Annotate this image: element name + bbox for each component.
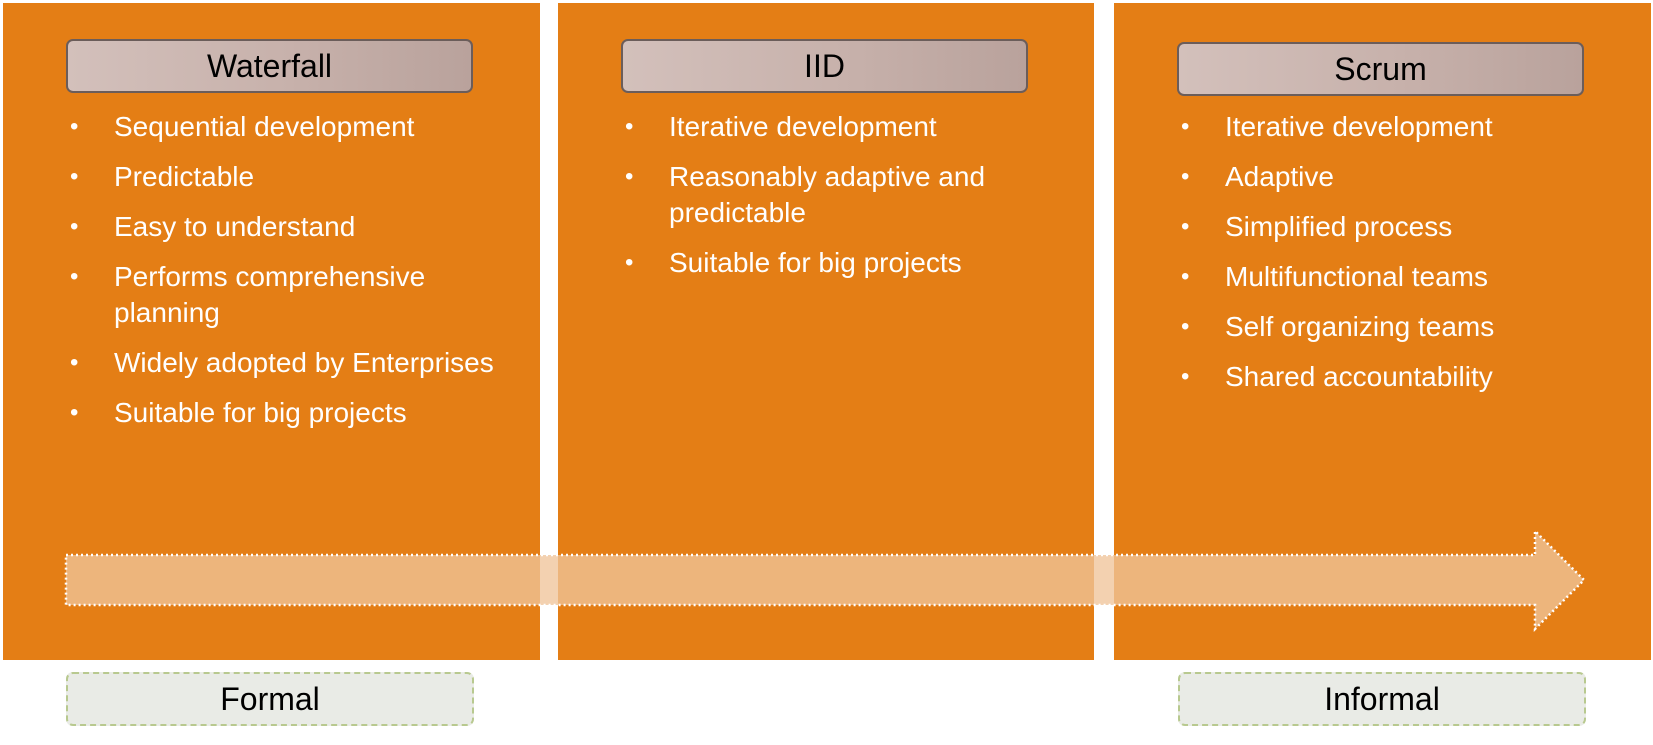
list-item: •Suitable for big projects <box>66 395 526 431</box>
formal-label: Formal <box>66 672 474 726</box>
bullet-icon: • <box>70 263 79 290</box>
bullet-icon: • <box>1181 213 1190 240</box>
waterfall-panel: Waterfall •Sequential development •Predi… <box>3 3 540 660</box>
bullet-icon: • <box>70 349 79 376</box>
bullet-icon: • <box>625 163 634 190</box>
waterfall-list: •Sequential development •Predictable •Ea… <box>66 109 526 445</box>
list-item: •Iterative development <box>621 109 1081 145</box>
list-item: •Performs comprehensive planning <box>70 261 426 328</box>
bullet-icon: • <box>70 399 79 426</box>
bullet-icon: • <box>70 163 79 190</box>
list-item: •Iterative development <box>1177 109 1637 145</box>
bullet-icon: • <box>1181 363 1190 390</box>
bullet-icon: • <box>625 113 634 140</box>
scrum-header: Scrum <box>1177 42 1584 96</box>
list-item: •Multifunctional teams <box>1177 259 1637 295</box>
bullet-icon: • <box>625 249 634 276</box>
iid-panel: IID •Iterative development •Reasonably a… <box>558 3 1094 660</box>
bullet-icon: • <box>1181 113 1190 140</box>
list-item: •Self organizing teams <box>1177 309 1637 345</box>
waterfall-header: Waterfall <box>66 39 473 93</box>
list-item: •Sequential development <box>66 109 526 145</box>
list-item: •Adaptive <box>1177 159 1637 195</box>
list-item: •Suitable for big projects <box>621 245 1081 281</box>
bullet-icon: • <box>1181 263 1190 290</box>
iid-list: •Iterative development •Reasonably adapt… <box>621 109 1081 295</box>
bullet-icon: • <box>70 113 79 140</box>
list-item: •Easy to understand <box>66 209 526 245</box>
list-item: •Predictable <box>66 159 526 195</box>
informal-label: Informal <box>1178 672 1586 726</box>
bullet-icon: • <box>70 213 79 240</box>
bullet-icon: • <box>1181 313 1190 340</box>
list-item: •Shared accountability <box>1177 359 1637 395</box>
bullet-icon: • <box>1181 163 1190 190</box>
list-item: •Reasonably adaptive and predictable <box>625 161 986 228</box>
scrum-panel: Scrum •Iterative development •Adaptive •… <box>1114 3 1651 660</box>
list-item: •Simplified process <box>1177 209 1637 245</box>
list-item: •Widely adopted by Enterprises <box>66 345 526 381</box>
iid-header: IID <box>621 39 1028 93</box>
scrum-list: •Iterative development •Adaptive •Simpli… <box>1177 109 1637 409</box>
